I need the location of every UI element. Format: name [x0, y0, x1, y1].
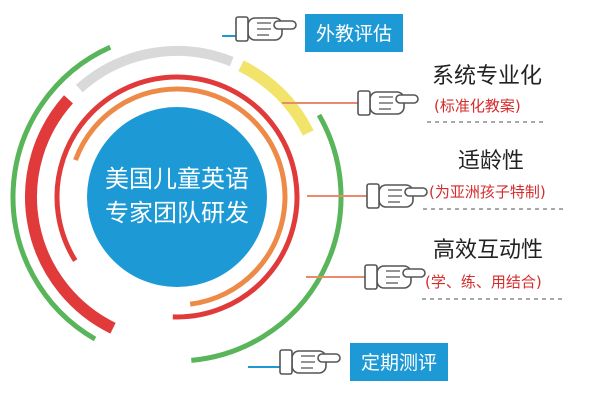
pointing-hand-icon [279, 349, 341, 375]
pointing-hand-icon [235, 16, 297, 42]
pointing-hand-icon [366, 183, 428, 209]
ring-green-left [10, 44, 112, 342]
bottom-tag [350, 343, 448, 381]
center-line-1: 美国儿童英语 [105, 165, 249, 193]
bottom-tag-label: 定期测评 [361, 352, 437, 374]
center-disc [87, 107, 267, 287]
feature-3-subtitle: (学、练、用结合) [425, 273, 542, 291]
feature-1-title: 系统专业化 [432, 64, 542, 89]
ring-red-inner [54, 74, 300, 320]
top-tag-label: 外教评估 [316, 23, 392, 45]
top-tag [305, 14, 403, 52]
feature-1-subtitle: (标准化教案) [434, 97, 521, 115]
ring-red-outer [25, 95, 116, 334]
feature-2-title: 适龄性 [458, 149, 524, 174]
ring-gray-top [75, 46, 234, 93]
center-line-2: 专家团队研发 [105, 199, 249, 227]
feature-2-subtitle: (为亚洲孩子特制) [429, 183, 546, 201]
ring-orange [73, 86, 288, 307]
ring-yellow [238, 60, 314, 136]
pointing-hand-icon [357, 90, 419, 116]
feature-3-title: 高效互动性 [433, 238, 543, 263]
pointing-hand-icon [364, 264, 426, 290]
ring-green-right [191, 113, 344, 363]
